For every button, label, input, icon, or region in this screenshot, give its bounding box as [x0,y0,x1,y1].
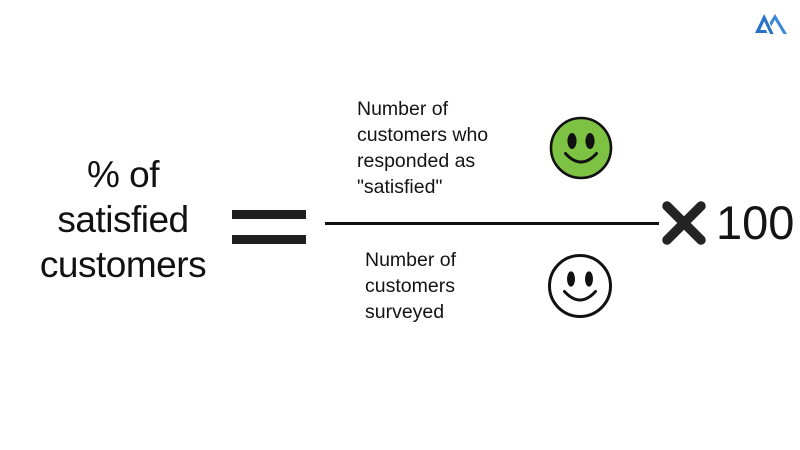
formula-label-line-3: customers [39,244,207,285]
numerator-line-2: customers who [357,124,489,146]
numerator-line-4: "satisfied" [357,176,443,198]
equals-bar-bottom [232,235,306,244]
multiply-icon [660,199,708,247]
denominator-text: Number of customers surveyed [365,247,550,325]
formula-label-line-1: % of [86,154,160,195]
multiplier-group: 100 [660,193,800,255]
fraction-bar [325,222,659,225]
denominator-line-3: surveyed [365,301,445,323]
multiplier-value: 100 [716,196,795,249]
formula-label-line-2: satisfied [57,199,189,240]
outline-smiley-face-icon [546,252,614,320]
numerator-text: Number of customers who responded as "sa… [357,96,547,200]
mountain-logo-icon [753,10,789,40]
green-smiley-face-icon [548,115,614,181]
numerator-line-3: responded as [357,150,476,172]
denominator-line-2: customers [365,275,455,297]
denominator-line-1: Number of [365,249,457,271]
equals-sign [232,206,306,248]
formula-left-label: % of satisfied customers [8,152,238,287]
numerator-line-1: Number of [357,98,449,120]
equals-bar-top [232,210,306,219]
